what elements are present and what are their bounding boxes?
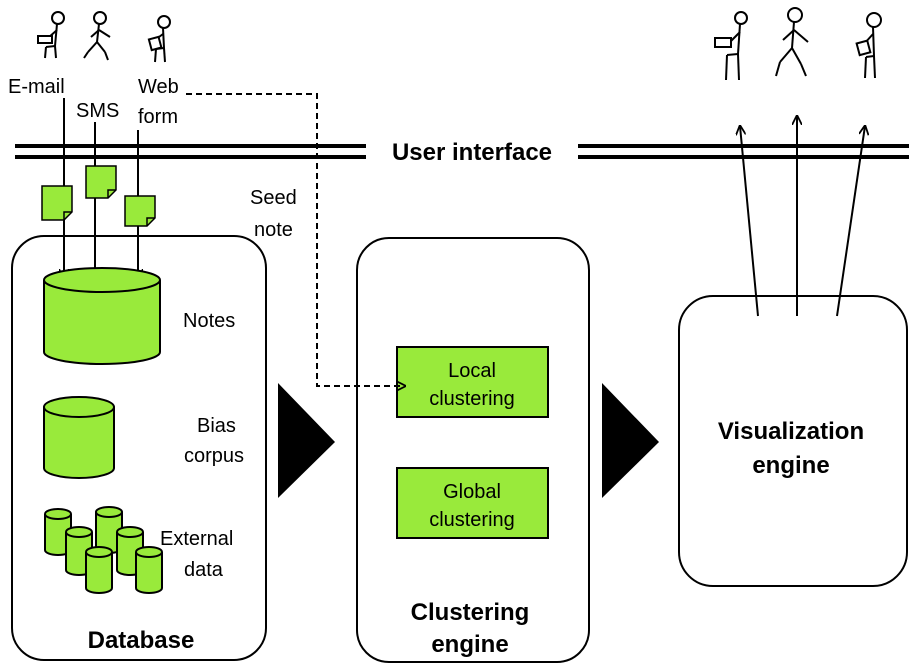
- user-interface-label: User interface: [392, 139, 552, 166]
- note-icon: [124, 195, 156, 227]
- sms-label: SMS: [76, 100, 119, 122]
- database-box: [11, 235, 267, 661]
- person-reading-icon: [147, 15, 171, 63]
- email-label: E-mail: [8, 76, 65, 98]
- seed-note-dashed-arrow: [186, 93, 405, 386]
- global-clustering-label-line1: Global: [443, 481, 501, 503]
- person-running-icon: [775, 7, 809, 77]
- bias-corpus-label-line2: corpus: [184, 445, 244, 467]
- flow-arrow-icon: [740, 126, 759, 317]
- user-interface-bar: [15, 144, 909, 159]
- clustering-engine-box: [356, 237, 590, 663]
- seed-note-label-line2: note: [254, 219, 293, 241]
- visualization-engine-box: [678, 295, 908, 587]
- clustering-engine-title-line2: engine: [431, 631, 508, 658]
- external-data-cylinders-icon: [44, 506, 163, 594]
- flow-arrow-icon: [836, 126, 865, 317]
- web-form-label-line2: form: [138, 106, 178, 128]
- flow-triangle-icon: [602, 383, 659, 498]
- seed-note-label-line1: Seed: [250, 187, 297, 209]
- local-clustering-label-line2: clustering: [429, 388, 515, 410]
- web-form-label-line1: Web: [138, 76, 179, 98]
- clustering-engine-title-line1: Clustering: [411, 599, 530, 626]
- person-reading-icon: [855, 12, 882, 79]
- bias-corpus-label-line1: Bias: [197, 415, 236, 437]
- notes-label: Notes: [183, 310, 235, 332]
- local-clustering-label-line1: Local: [448, 360, 496, 382]
- global-clustering-box: [396, 467, 549, 539]
- person-laptop-icon: [37, 11, 65, 59]
- database-title: Database: [88, 627, 195, 654]
- external-data-label-line2: data: [184, 559, 224, 581]
- flow-triangle-icon: [278, 383, 335, 498]
- visualization-engine-title-line2: engine: [752, 452, 829, 479]
- person-running-icon: [83, 11, 111, 61]
- bias-corpus-cylinder-icon: [43, 396, 115, 479]
- notes-cylinder-icon: [43, 267, 161, 365]
- local-clustering-box: [396, 346, 549, 418]
- external-data-label-line1: External: [160, 528, 233, 550]
- person-laptop-icon: [714, 11, 748, 81]
- visualization-engine-title-line1: Visualization: [718, 418, 864, 445]
- note-icon: [41, 185, 73, 221]
- global-clustering-label-line2: clustering: [429, 509, 515, 531]
- note-icon: [85, 165, 117, 199]
